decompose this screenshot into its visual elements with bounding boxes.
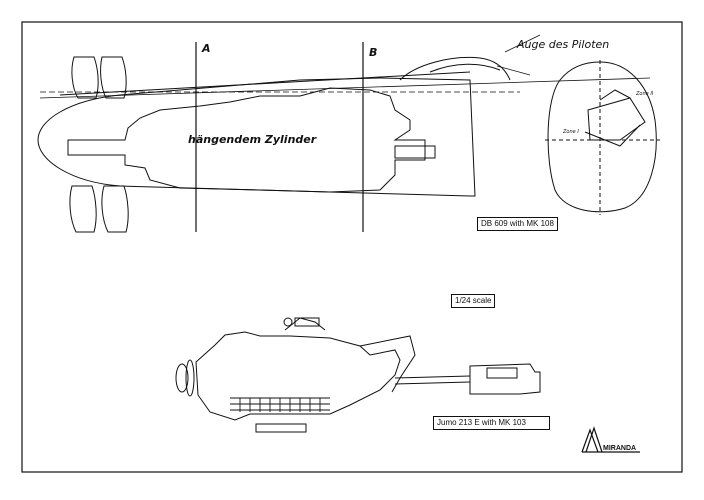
- cylinder-label: hängendem Zylinder: [188, 133, 317, 146]
- fuselage-outline: [37, 56, 511, 197]
- propeller-blades: [69, 56, 129, 233]
- section-b-label: B: [369, 46, 377, 59]
- scale-caption: 1/24 scale: [451, 294, 496, 308]
- sheet-border: [21, 21, 683, 473]
- pilot-eye-label: Auge des Piloten: [516, 38, 609, 51]
- miranda-logo: MIRANDA: [581, 426, 640, 453]
- zone-1-label: Zone I: [562, 129, 579, 135]
- section-lines: [195, 42, 364, 232]
- sight-lines: [39, 34, 651, 99]
- lower-caption: Jumo 213 E with MK 103: [433, 416, 550, 430]
- upper-caption: DB 609 with MK 108: [477, 217, 558, 231]
- section-a-label: A: [201, 42, 211, 55]
- logo-text: MIRANDA: [603, 445, 636, 452]
- engine-block-upper: [67, 87, 436, 193]
- cross-section-view: [545, 60, 660, 215]
- zone-2-label: Zone II: [635, 91, 654, 97]
- lower-engine-drawing: [175, 317, 541, 433]
